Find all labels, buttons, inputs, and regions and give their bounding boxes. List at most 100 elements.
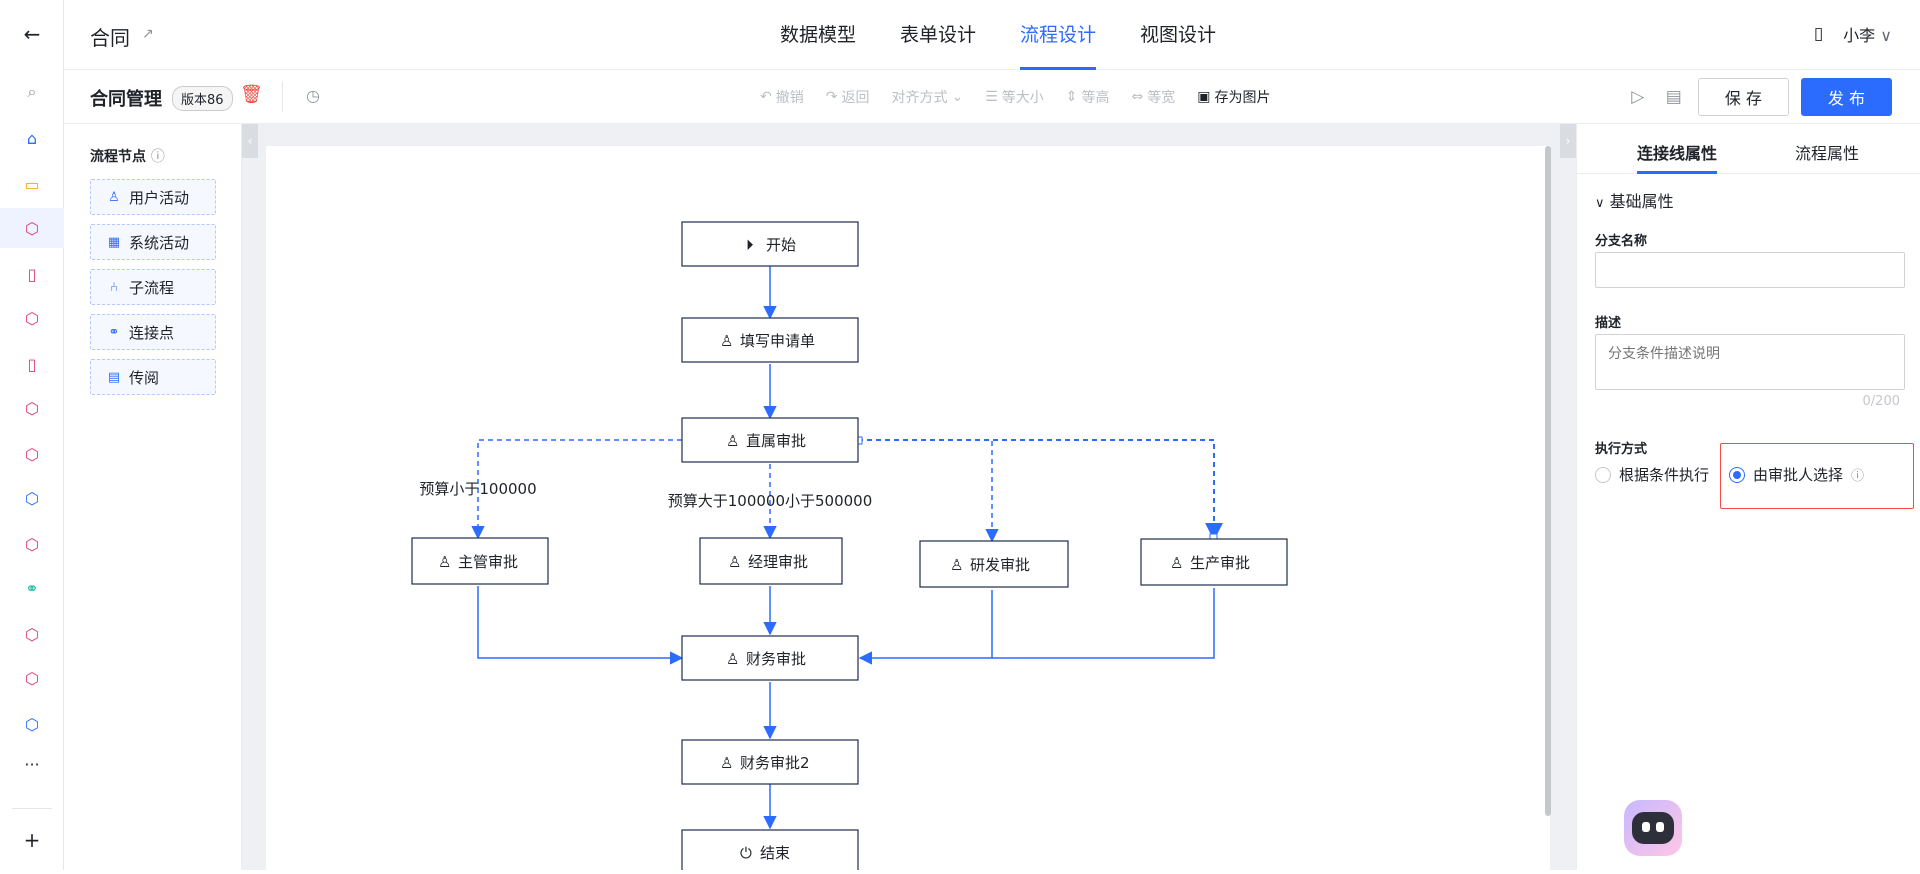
description-textarea[interactable]: [1595, 334, 1905, 390]
undo-label: 撤销: [775, 90, 804, 106]
node-finance-approval-2[interactable]: ♙ 财务审批2: [681, 739, 859, 785]
node-panel-title: 流程节点 ⓘ: [90, 146, 165, 166]
dashboard-icon[interactable]: ▭: [24, 174, 40, 194]
collapse-left-button[interactable]: ‹: [242, 124, 258, 158]
assistant-bot-icon[interactable]: [1624, 800, 1682, 856]
help-icon[interactable]: ⓘ: [150, 149, 165, 165]
publish-button[interactable]: 发 布: [1800, 78, 1892, 116]
flow-diagram[interactable]: 预算小于100000 预算大于100000小于500000 ⏵ 开始 ♙ 填写申…: [266, 146, 1550, 874]
align-dropdown[interactable]: 对齐方式⌄: [891, 87, 963, 107]
node-label: 财务审批2: [740, 754, 810, 772]
same-size-button[interactable]: ☰等大小: [985, 87, 1044, 107]
home-icon[interactable]: ⌂: [26, 128, 38, 148]
node-fill-form[interactable]: ♙ 填写申请单: [681, 317, 859, 363]
undo-button[interactable]: ↶撤销: [760, 87, 804, 107]
save-image-button[interactable]: ▣存为图片: [1197, 87, 1270, 107]
tab-view-design[interactable]: 视图设计: [1140, 24, 1217, 46]
tab-process-design[interactable]: 流程设计: [1020, 0, 1097, 70]
branch-name-input[interactable]: [1595, 252, 1905, 288]
cube-icon[interactable]: ⬡: [25, 668, 39, 688]
flow-canvas[interactable]: 预算小于100000 预算大于100000小于500000 ⏵ 开始 ♙ 填写申…: [266, 146, 1550, 874]
play-icon: ⏵: [746, 236, 754, 254]
more-icon[interactable]: ···: [24, 754, 40, 774]
node-label: 主管审批: [458, 553, 518, 571]
radio-label: 由审批人选择: [1753, 466, 1844, 484]
cube-icon[interactable]: ⬡: [25, 444, 39, 464]
preview-icon[interactable]: ▤: [1665, 87, 1682, 107]
radio-approver[interactable]: 由审批人选择 ⓘ: [1729, 464, 1864, 485]
radio-condition[interactable]: 根据条件执行: [1595, 464, 1709, 485]
node-production-approval[interactable]: ♙ 生产审批: [1140, 538, 1288, 586]
book-icon[interactable]: ▯: [1813, 24, 1824, 44]
history-icon[interactable]: ◷: [306, 86, 320, 105]
trash-icon[interactable]: 🗑: [240, 84, 263, 105]
highlight-box: [1720, 443, 1914, 509]
redo-icon: ↷: [825, 89, 838, 105]
edge-direct-supervisor[interactable]: [471, 439, 682, 540]
grid-icon: ▦: [107, 234, 121, 250]
user-icon: ♙: [726, 650, 739, 668]
exec-mode-label: 执行方式: [1595, 442, 1648, 457]
node-item-subflow[interactable]: ⑃子流程: [90, 269, 216, 305]
user-area: ▯ 小李 ∨: [1814, 22, 1892, 46]
link-icon[interactable]: ⚭: [25, 578, 39, 598]
branch-name-label: 分支名称: [1595, 234, 1648, 249]
node-item-system-activity[interactable]: ▦系统活动: [90, 224, 216, 260]
node-item-circulate[interactable]: ▤传阅: [90, 359, 216, 395]
redo-button[interactable]: ↷返回: [826, 87, 870, 107]
exec-mode-radio-group: 根据条件执行 由审批人选择 ⓘ: [1595, 464, 1864, 485]
user-menu[interactable]: 小李 ∨: [1843, 22, 1892, 46]
edit-tools: ↶撤销 ↷返回 对齐方式⌄ ☰等大小 ⇕等高 ⇔等宽 ▣存为图片: [760, 70, 1270, 124]
process-name: 合同管理: [90, 89, 162, 110]
main-tabs: 数据模型 表单设计 流程设计 视图设计: [780, 0, 1216, 70]
save-button[interactable]: 保 存: [1697, 78, 1789, 116]
edge-direct-rd[interactable]: [858, 439, 999, 543]
cube-icon[interactable]: ⬡: [25, 488, 39, 508]
canvas-scrollbar[interactable]: [1545, 146, 1551, 816]
cube-icon[interactable]: ⬡: [25, 624, 39, 644]
search-icon[interactable]: ⌕: [27, 82, 37, 101]
add-icon[interactable]: +: [23, 828, 41, 852]
document-icon[interactable]: ▯: [27, 264, 37, 284]
circulate-icon: ▤: [107, 369, 121, 385]
node-start[interactable]: ⏵ 开始: [681, 221, 859, 267]
cube-icon[interactable]: ⬡: [25, 398, 39, 418]
node-item-label: 子流程: [129, 278, 175, 297]
external-link-icon[interactable]: ↗: [142, 26, 154, 42]
collapse-right-button[interactable]: ›: [1560, 124, 1576, 158]
node-direct-approval[interactable]: ♙ 直属审批: [681, 417, 859, 463]
same-height-button[interactable]: ⇕等高: [1066, 87, 1110, 107]
tab-process-properties[interactable]: 流程属性: [1795, 144, 1860, 163]
node-panel-title-text: 流程节点: [90, 149, 146, 165]
back-arrow-icon[interactable]: ←: [23, 22, 41, 46]
node-label: 直属审批: [746, 432, 806, 450]
tab-data-model[interactable]: 数据模型: [780, 24, 857, 46]
cube-icon[interactable]: ⬡: [25, 308, 39, 328]
version-badge[interactable]: 版本86: [172, 86, 233, 111]
section-basic[interactable]: ∨ 基础属性: [1595, 188, 1674, 212]
edge-rd-finance[interactable]: [858, 590, 993, 665]
rail-divider: [12, 808, 52, 809]
help-icon[interactable]: ⓘ: [1851, 469, 1865, 484]
edge-supervisor-finance[interactable]: [477, 586, 684, 665]
edge-production-finance[interactable]: [992, 588, 1215, 659]
document-icon[interactable]: ▯: [27, 354, 37, 374]
play-icon[interactable]: ▷: [1631, 87, 1645, 107]
same-width-button[interactable]: ⇔等宽: [1132, 87, 1176, 107]
cube-icon[interactable]: ⬡: [25, 714, 39, 734]
node-rd-approval[interactable]: ♙ 研发审批: [919, 540, 1069, 588]
properties-panel: 连接线属性 流程属性 ∨ 基础属性 分支名称 描述 0/200 执行方式 根据条…: [1576, 124, 1920, 870]
node-end[interactable]: ⏻ 结束: [681, 829, 859, 874]
node-supervisor-approval[interactable]: ♙ 主管审批: [411, 537, 549, 585]
node-item-user-activity[interactable]: ♙用户活动: [90, 179, 216, 215]
node-manager-approval[interactable]: ♙ 经理审批: [699, 537, 843, 585]
edge-direct-production-selected[interactable]: [858, 439, 1223, 541]
radio-circle: [1729, 466, 1746, 483]
user-icon: ♙: [728, 553, 741, 571]
tab-form-design[interactable]: 表单设计: [900, 24, 977, 46]
tab-line-properties[interactable]: 连接线属性: [1637, 144, 1718, 163]
node-item-connector[interactable]: ⚭连接点: [90, 314, 216, 350]
cube-icon[interactable]: ⬡: [25, 534, 39, 554]
node-finance-approval[interactable]: ♙ 财务审批: [681, 635, 859, 681]
cube-icon[interactable]: ⬡: [25, 218, 39, 238]
